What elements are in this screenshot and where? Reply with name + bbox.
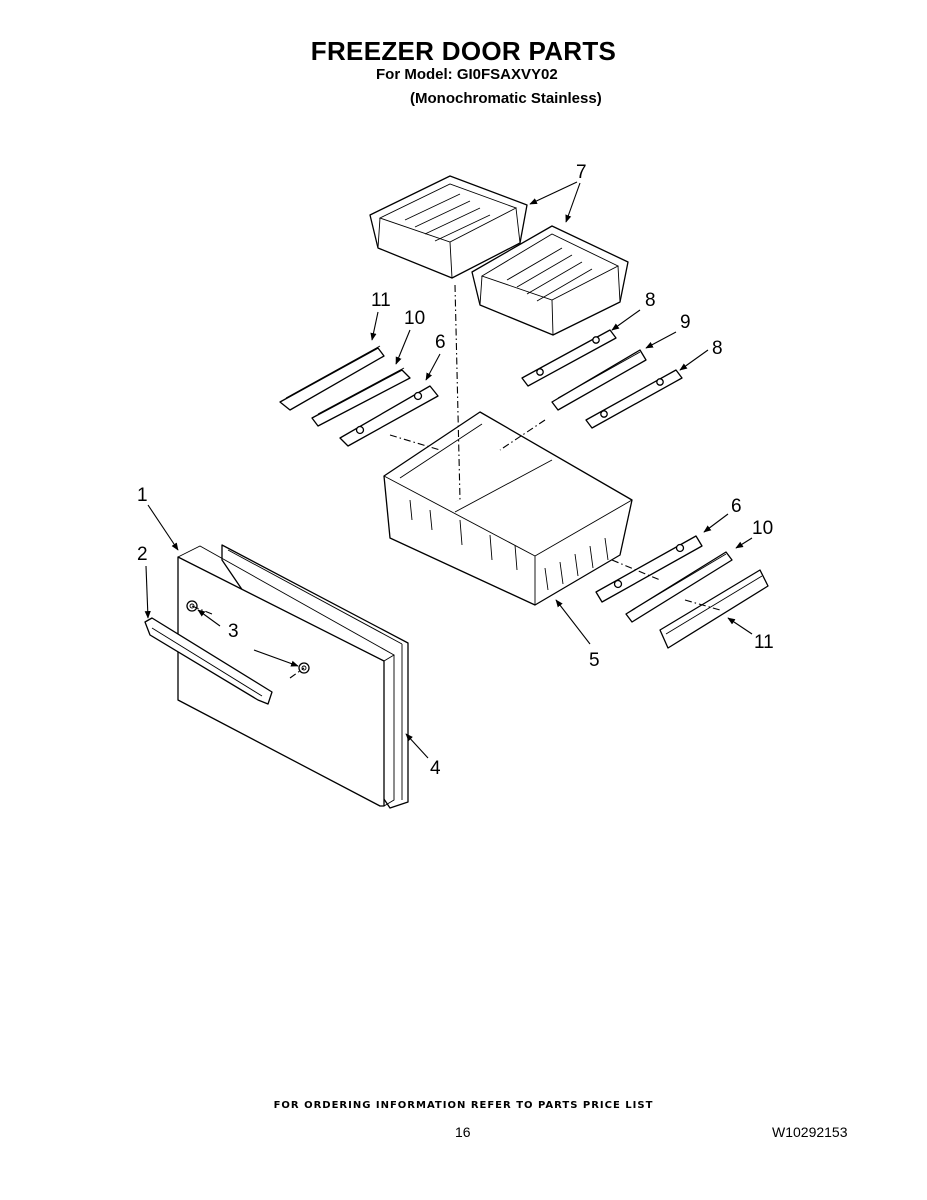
bracket-upper-right-center — [551, 349, 647, 411]
rail-cover-right — [659, 569, 769, 649]
freezer-door — [177, 545, 395, 807]
callout-5: 5 — [589, 650, 600, 671]
bracket-upper-right-b — [585, 369, 683, 429]
page-title: FREEZER DOOR PARTS — [310, 36, 617, 66]
upper-basket-right — [471, 225, 629, 336]
page-number: 16 — [455, 1124, 471, 1140]
document-number: W10292153 — [772, 1124, 848, 1140]
leader-arrows — [144, 181, 753, 759]
rail-cover-left — [279, 345, 385, 411]
callout-4: 4 — [430, 758, 441, 779]
callout-8-lower: 8 — [712, 338, 723, 359]
callout-10-left: 10 — [404, 308, 425, 329]
callout-3: 3 — [228, 621, 239, 642]
callout-6-right: 6 — [731, 496, 742, 517]
callout-1: 1 — [137, 485, 148, 506]
assembly-lines — [191, 284, 721, 679]
callout-6-left: 6 — [435, 332, 446, 353]
model-variant: (Monochromatic Stainless) — [410, 90, 602, 107]
rail-bracket-left — [339, 385, 439, 447]
callout-11-right: 11 — [754, 632, 774, 653]
bracket-upper-right-a — [521, 329, 617, 387]
callout-8-upper: 8 — [645, 290, 656, 311]
callout-9: 9 — [680, 312, 691, 333]
callout-11-left: 11 — [371, 290, 391, 311]
slide-rail-left — [311, 367, 411, 427]
upper-basket-left — [369, 175, 528, 279]
freezer-basket — [383, 411, 633, 606]
model-number: For Model: GI0FSAXVY02 — [376, 66, 558, 83]
callout-2: 2 — [137, 544, 148, 565]
callout-10-right: 10 — [752, 518, 773, 539]
slide-rail-right — [625, 551, 733, 623]
rail-bracket-right — [595, 535, 703, 603]
callout-7: 7 — [576, 162, 587, 183]
door-handle — [144, 617, 273, 705]
ordering-note: FOR ORDERING INFORMATION REFER TO PARTS … — [273, 1100, 654, 1111]
